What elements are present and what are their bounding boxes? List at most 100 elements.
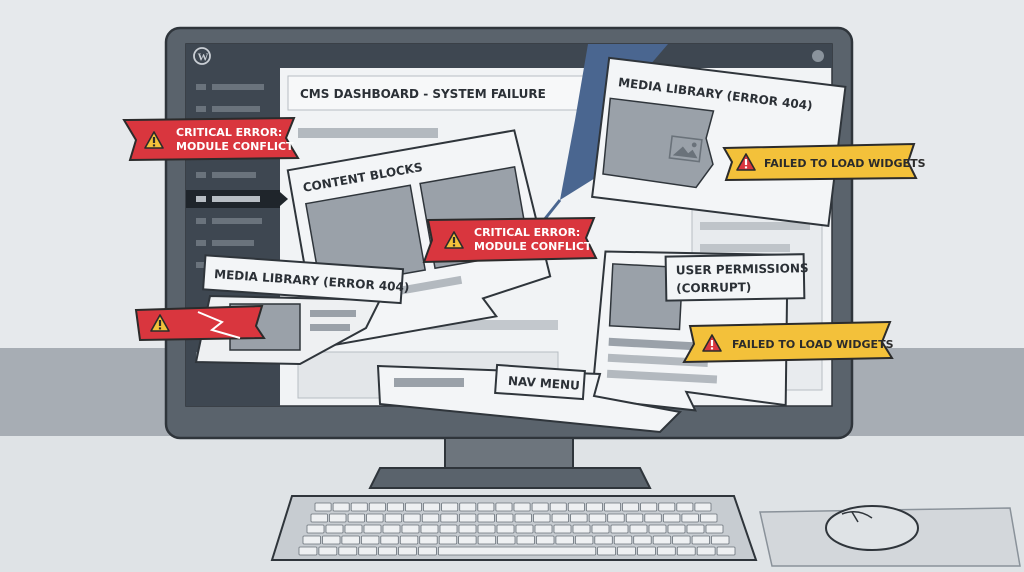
keyboard-key <box>314 502 332 512</box>
keyboard-key <box>514 513 532 523</box>
keyboard-key <box>368 502 386 512</box>
mouse <box>825 505 919 551</box>
keyboard-key <box>588 513 607 523</box>
keyboard-key <box>534 524 553 534</box>
critical-error-banner-torn <box>134 304 266 342</box>
keyboard-key <box>716 546 736 556</box>
keyboard-key <box>610 524 629 534</box>
widgets-top-label: FAILED TO LOAD WIDGETS <box>764 157 926 170</box>
keyboard-key <box>418 546 437 556</box>
keyboard-key <box>648 524 667 534</box>
keyboard-key <box>705 524 724 534</box>
keyboard-key <box>382 524 401 534</box>
cms-topbar <box>186 44 832 68</box>
keyboard-key <box>399 535 419 545</box>
keyboard-key <box>495 502 513 512</box>
keyboard-key <box>696 546 716 556</box>
keyboard-key <box>310 513 328 523</box>
keyboard-key <box>551 513 569 523</box>
keyboard-key <box>652 535 672 545</box>
keyboard-key <box>344 524 363 534</box>
critical-center-line1: CRITICAL ERROR: <box>474 226 580 239</box>
keyboard-key <box>629 524 648 534</box>
keyboard-key <box>516 535 535 545</box>
keyboard-key <box>586 502 603 512</box>
keyboard-key <box>567 502 585 512</box>
keyboard-key <box>398 546 417 556</box>
critical-left-line2: MODULE CONFLICT <box>176 140 294 153</box>
keyboard-key <box>604 502 622 512</box>
keyboard-key <box>366 513 384 523</box>
keyboard-key <box>477 513 495 523</box>
svg-text:W: W <box>198 52 209 64</box>
keyboard-key <box>700 513 718 523</box>
keyboard-key <box>640 502 658 512</box>
keyboard-key <box>672 535 691 545</box>
keyboard-key <box>401 524 420 534</box>
user-permissions-label-line2: (CORRUPT) <box>676 280 751 295</box>
keyboard-key <box>384 513 403 523</box>
keyboard-key <box>686 524 705 534</box>
keyboard-key <box>607 513 625 523</box>
monitor-base <box>368 467 652 489</box>
critical-center-line2: MODULE CONFLICT <box>474 240 592 253</box>
dashboard-header <box>287 75 589 111</box>
critical-error-banner-center: CRITICAL ERROR: MODULE CONFLICT <box>422 216 598 264</box>
keyboard-key <box>477 502 495 512</box>
keyboard-key <box>419 535 438 545</box>
keyboard-key <box>325 524 344 534</box>
keyboard-key <box>440 513 458 523</box>
keyboard-key <box>536 535 555 545</box>
keyboard-key <box>332 502 350 512</box>
keyboard-key <box>658 502 676 512</box>
widgets-bottom-label: FAILED TO LOAD WIDGETS <box>732 338 894 351</box>
keyboard-key <box>363 524 382 534</box>
keyboard-key <box>633 535 652 545</box>
keyboard-spacebar <box>437 546 597 556</box>
keyboard-key <box>594 535 613 545</box>
keyboard-key <box>711 535 730 545</box>
keyboard-key <box>405 502 423 512</box>
keyboard-key <box>676 546 696 556</box>
keyboard-key <box>553 524 572 534</box>
keyboard-key <box>403 513 421 523</box>
keyboard-key <box>298 546 318 556</box>
keyboard-key <box>667 524 686 534</box>
keyboard-key <box>496 524 515 534</box>
keyboard-key <box>549 502 567 512</box>
keyboard-key <box>644 513 662 523</box>
keyboard-key <box>378 546 397 556</box>
keyboard-key <box>617 546 636 556</box>
keyboard-key <box>458 513 477 523</box>
keyboard-key <box>613 535 633 545</box>
keyboard-key <box>441 502 459 512</box>
keyboard-key <box>477 524 496 534</box>
keyboard-key <box>555 535 574 545</box>
critical-left-line1: CRITICAL ERROR: <box>176 126 282 139</box>
monitor-neck <box>444 437 574 469</box>
keyboard-key <box>458 535 477 545</box>
keyboard-key <box>513 502 531 512</box>
keyboard-key <box>350 502 368 512</box>
keyboard-key <box>591 524 610 534</box>
keyboard-key <box>657 546 676 556</box>
keyboard-key <box>360 535 380 545</box>
keyboard-key <box>421 513 440 523</box>
keyboard-key <box>338 546 358 556</box>
keyboard-key <box>694 502 712 512</box>
keyboard-key <box>515 524 534 534</box>
keyboard-key <box>572 524 591 534</box>
keyboard-key <box>438 535 458 545</box>
keyboard-key <box>533 513 551 523</box>
keyboard-key <box>597 546 616 556</box>
keyboard-key <box>347 513 366 523</box>
critical-error-banner-left: CRITICAL ERROR: MODULE CONFLICT <box>122 116 300 162</box>
keyboard-key <box>663 513 681 523</box>
keyboard-key <box>575 535 594 545</box>
keyboard-key <box>622 502 640 512</box>
warning-banner-widgets-bottom: FAILED TO LOAD WIDGETS <box>682 320 894 364</box>
keyboard-key <box>496 513 514 523</box>
nav-menu-label: NAV MENU <box>508 374 581 393</box>
wordpress-logo-icon: W <box>193 47 211 65</box>
keyboard-key <box>439 524 458 534</box>
